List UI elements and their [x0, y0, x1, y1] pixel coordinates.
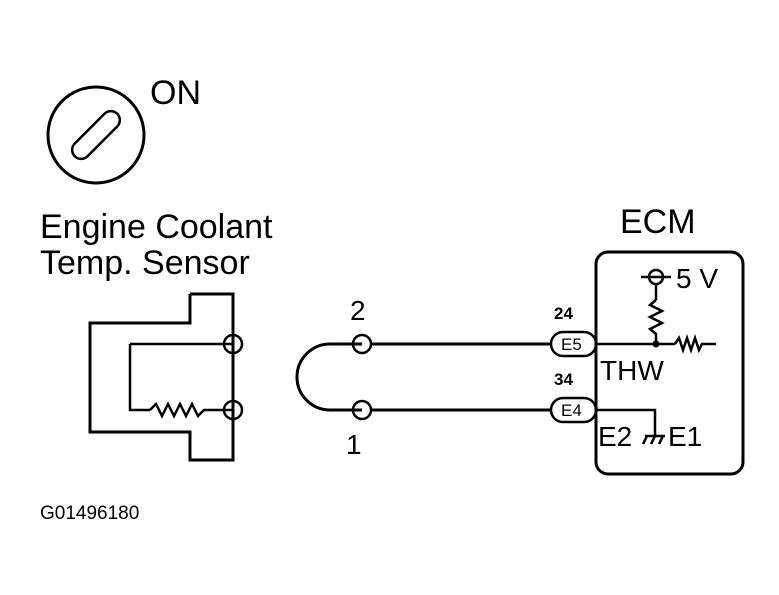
ignition-key-icon — [46, 85, 146, 185]
ecm-title: ECM — [620, 203, 696, 241]
sensor-title-line1: Engine Coolant — [40, 208, 273, 246]
e1-label: E1 — [668, 421, 702, 452]
thw-label: THW — [600, 355, 664, 386]
ecm-box — [594, 250, 745, 476]
sensor-terminal-1 — [222, 399, 244, 421]
ignition-key-slot — [70, 109, 122, 161]
e2-label: E2 — [598, 421, 632, 452]
figure-id: G01496180 — [40, 503, 139, 524]
ecm-connector-e5-label: E5 — [561, 335, 582, 354]
sensor-body — [88, 292, 244, 462]
sensor-title-line2: Temp. Sensor — [40, 244, 250, 282]
sensor-terminal-2 — [222, 333, 244, 355]
junction-dot — [652, 340, 660, 348]
harness-connector — [295, 333, 373, 421]
ignition-on-label: ON — [150, 74, 201, 112]
supply-voltage-label: 5 V — [676, 263, 718, 294]
thermistor-resistor-icon — [149, 401, 233, 419]
harness-pin-1-label: 1 — [346, 429, 362, 460]
pull-up-resistor-icon — [647, 299, 665, 344]
harness-pin-2-label: 2 — [350, 295, 366, 326]
ignition-switch-dial — [46, 85, 146, 185]
ground-symbol-icon — [641, 434, 665, 445]
input-resistor-icon — [673, 334, 716, 354]
ecm-connector-e4-label: E4 — [561, 401, 582, 420]
ecm-pin-24-label: 24 — [554, 304, 573, 323]
supply-terminal-icon — [641, 268, 671, 286]
ecm-pin-34-label: 34 — [554, 370, 573, 389]
